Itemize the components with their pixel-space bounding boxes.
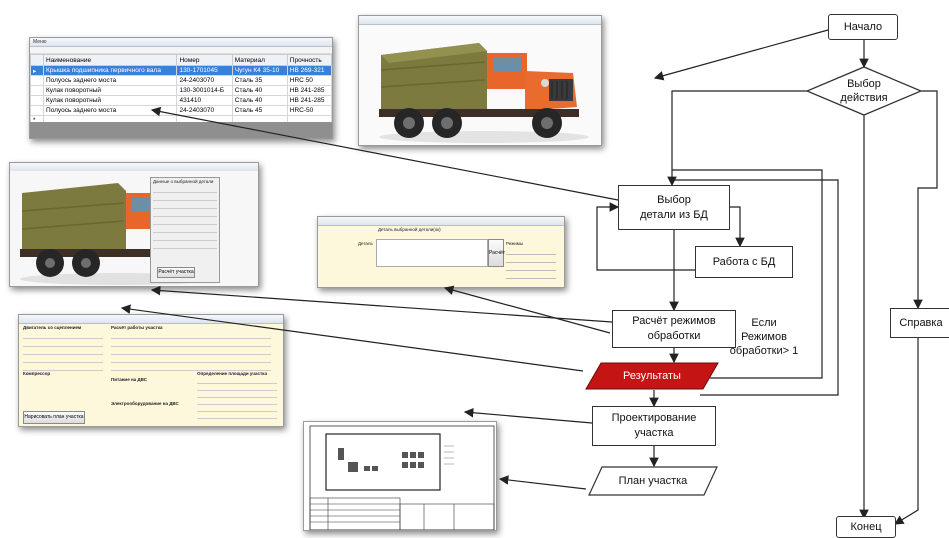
end-node: Конец — [836, 516, 896, 538]
results-fields-3 — [197, 379, 277, 419]
db-window-toolbar — [30, 47, 332, 54]
db-table-header: Прочность — [286, 54, 332, 66]
results-label: Результаты — [623, 370, 681, 382]
decision-node: Выбор действия — [806, 66, 922, 116]
results-section-workload: Расчёт работы участка — [111, 325, 163, 330]
calc-panel-title: Данные о выбранной детали — [153, 179, 214, 184]
db-table: Наименование Номер Материал Прочность ▸ … — [30, 54, 332, 126]
results-fields-2 — [111, 333, 271, 371]
form-modes-label: Режимы — [506, 241, 524, 246]
truck-window-top — [358, 15, 602, 146]
form-right-fields — [506, 251, 556, 279]
db-table-row[interactable]: Кулак поворотный 130-3001014-Б Сталь 40 … — [30, 85, 332, 96]
help-node: Справка — [890, 308, 949, 338]
form-window: Деталь выбранной детали(ок) Деталь Расчё… — [317, 216, 565, 288]
results-window-titlebar — [19, 315, 283, 324]
calc-panel-fields — [153, 188, 217, 249]
results-section-electrical: Электрооборудование на ДВС — [111, 401, 179, 406]
form-window-title: Деталь выбранной детали(ок) — [378, 227, 441, 232]
results-window: Двигатель со сцеплением Расчёт работы уч… — [18, 314, 284, 427]
condition-label: Если Режимов обработки> 1 — [729, 317, 799, 357]
calc-side-panel: Данные о выбранной детали Расчёт участка — [150, 177, 220, 283]
form-part-textbox[interactable] — [376, 239, 488, 267]
start-node: Начало — [828, 14, 898, 40]
calc-modes-node: Расчёт режимов обработки — [612, 310, 736, 348]
plan-label: План участка — [618, 475, 688, 487]
db-work-node: Работа с БД — [695, 246, 793, 278]
calc-section-button[interactable]: Расчёт участка — [157, 267, 195, 278]
results-fields-1 — [23, 333, 103, 371]
results-node: Результаты — [585, 362, 719, 390]
truck-window-titlebar — [359, 16, 601, 25]
plan-drawing — [303, 421, 497, 531]
results-section-area: Определение площади участка — [197, 371, 267, 376]
select-part-node: Выбор детали из БД — [618, 185, 730, 230]
truck-image — [359, 25, 601, 145]
calc-window: Данные о выбранной детали Расчёт участка — [9, 162, 259, 287]
form-part-label: Деталь — [358, 241, 373, 246]
draw-plan-button[interactable]: Нарисовать план участка — [23, 411, 85, 424]
results-section-compressor: Компрессор — [23, 371, 51, 376]
results-section-power: Питание на ДВС — [111, 377, 147, 382]
plan-drawing-image — [304, 422, 496, 530]
db-window-titlebar: Меню — [30, 38, 332, 47]
plan-node: План участка — [588, 466, 718, 496]
results-section-engine: Двигатель со сцеплением — [23, 325, 82, 330]
db-window-empty-area — [30, 122, 332, 138]
db-table-header: Номер — [176, 54, 233, 66]
form-window-titlebar — [318, 217, 564, 226]
db-table-window: Меню Наименование Номер Материал Прочнос… — [29, 37, 333, 139]
design-node: Проектирование участка — [592, 406, 716, 446]
decision-label: Выбор действия — [840, 78, 888, 104]
db-table-row[interactable]: Полуось заднего моста 24-2403070 Сталь 4… — [30, 105, 332, 116]
form-calc-button[interactable]: Расчёт — [488, 239, 505, 267]
